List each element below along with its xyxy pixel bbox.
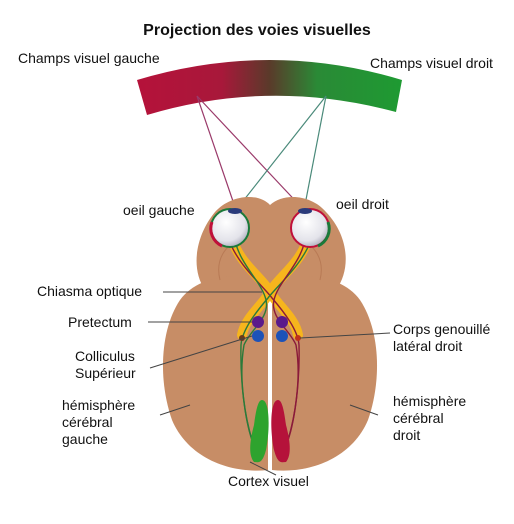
brain	[162, 196, 378, 471]
colliculus-right-dot	[276, 330, 288, 342]
pretectum-left-dot	[252, 316, 264, 328]
visual-cortex-right	[271, 400, 290, 463]
label-colliculus-line2: Supérieur	[75, 365, 136, 381]
label-colliculus-line1: Colliculus	[75, 348, 135, 364]
label-chiasm: Chiasma optique	[37, 283, 143, 299]
pretectum-right-dot	[276, 316, 288, 328]
right-eye	[290, 208, 331, 248]
label-left-visual-field: Champs visuel gauche	[18, 50, 160, 66]
label-lgn: Corps genouillé latéral droit	[393, 321, 490, 355]
label-right-eye: oeil droit	[336, 196, 389, 212]
colliculus-left-dot	[252, 330, 264, 342]
label-lgn-line1: Corps genouillé	[393, 321, 491, 337]
light-rays	[196, 95, 327, 211]
visual-cortex-left	[250, 400, 269, 463]
label-right-hemisphere: hémisphère cérébral droit	[393, 393, 466, 444]
label-right-hemisphere-line1: hémisphère	[393, 393, 467, 409]
label-left-hemisphere-line1: hémisphère	[62, 397, 136, 413]
label-visual-cortex: Cortex visuel	[228, 473, 309, 489]
label-left-eye: oeil gauche	[123, 202, 195, 218]
label-colliculus: Colliculus Supérieur	[75, 348, 136, 382]
left-eye	[209, 208, 250, 248]
diagram-title: Projection des voies visuelles	[143, 22, 371, 39]
label-left-hemisphere: hémisphère cérébral gauche	[62, 397, 135, 448]
label-pretectum: Pretectum	[68, 314, 132, 330]
lgn-right-dot	[295, 335, 301, 341]
label-right-visual-field: Champs visuel droit	[370, 55, 493, 71]
leader-lines	[148, 291, 391, 476]
label-left-hemisphere-line3: gauche	[62, 431, 108, 447]
label-left-hemisphere-line2: cérébral	[62, 414, 113, 430]
label-lgn-line2: latéral droit	[393, 338, 463, 354]
label-right-hemisphere-line3: droit	[393, 427, 421, 443]
label-right-hemisphere-line2: cérébral	[393, 410, 444, 426]
visual-field-arc	[137, 60, 402, 115]
